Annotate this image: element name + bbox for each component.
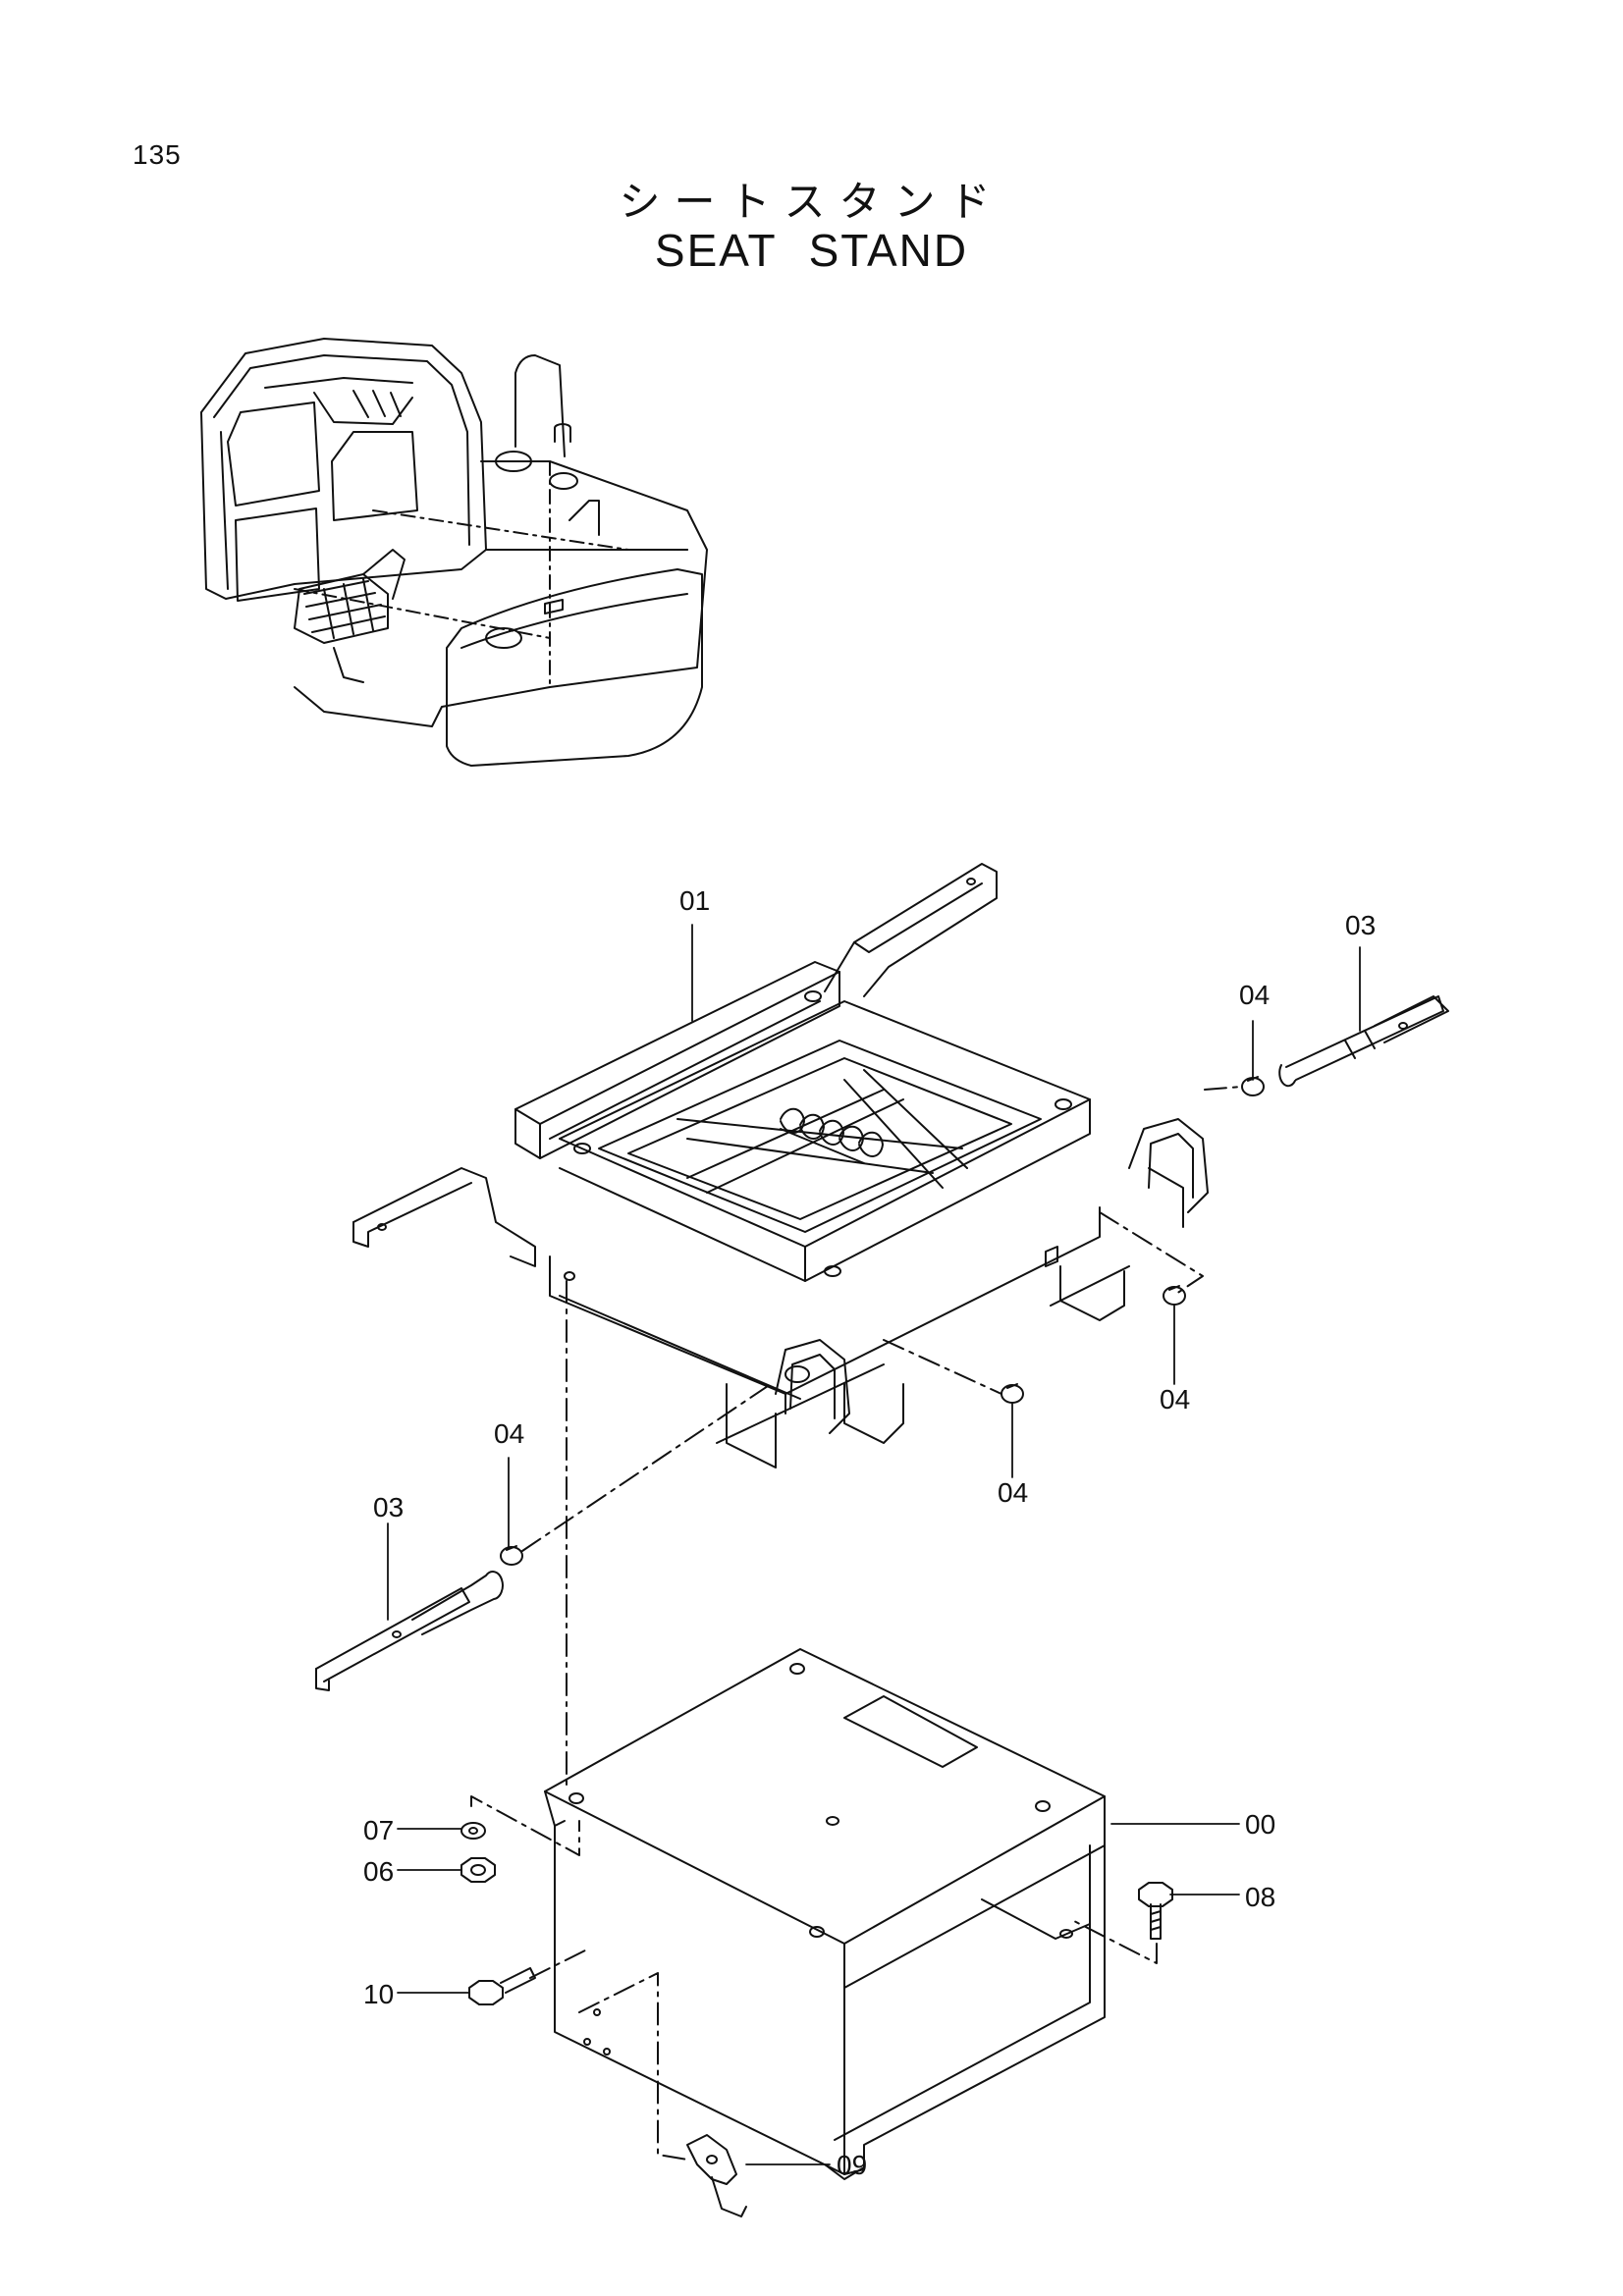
callout-04-mid: 04 (998, 1477, 1028, 1508)
callout-08: 08 (1245, 1882, 1275, 1912)
part-09-clip (686, 2134, 747, 2217)
machine-overview-illustration (200, 338, 708, 767)
assembly-guide-lines (470, 1086, 1243, 2161)
callout-leader-lines (387, 924, 1361, 2165)
callout-03-left: 03 (373, 1492, 404, 1522)
part-04-snap-rings (500, 1076, 1265, 1566)
callout-07: 07 (363, 1815, 394, 1845)
part-07-washer (460, 1822, 486, 1840)
part-08-bolt (1138, 1882, 1173, 1940)
page-title-japanese: シートスタンド (619, 178, 1004, 226)
callout-06: 06 (363, 1856, 394, 1887)
part-00-base-bracket (544, 1648, 1106, 2180)
callout-04-left: 04 (494, 1418, 524, 1449)
callout-04-mid-right: 04 (1160, 1384, 1190, 1415)
callout-00: 00 (1245, 1809, 1275, 1840)
part-10-bolt (468, 1967, 536, 2005)
part-03-pin-right (1278, 995, 1449, 1088)
page-title-english: SEAT STAND (654, 225, 969, 276)
part-01-seat-suspension (352, 863, 1209, 1468)
part-03-pin-left (315, 1571, 504, 1691)
callout-03-right: 03 (1345, 910, 1376, 940)
callout-01: 01 (679, 885, 710, 916)
callout-09: 09 (837, 2150, 867, 2180)
callout-10: 10 (363, 1979, 394, 2009)
page-number: 135 (133, 139, 182, 170)
part-06-nut (460, 1857, 496, 1883)
callout-04-top-right: 04 (1239, 980, 1270, 1010)
